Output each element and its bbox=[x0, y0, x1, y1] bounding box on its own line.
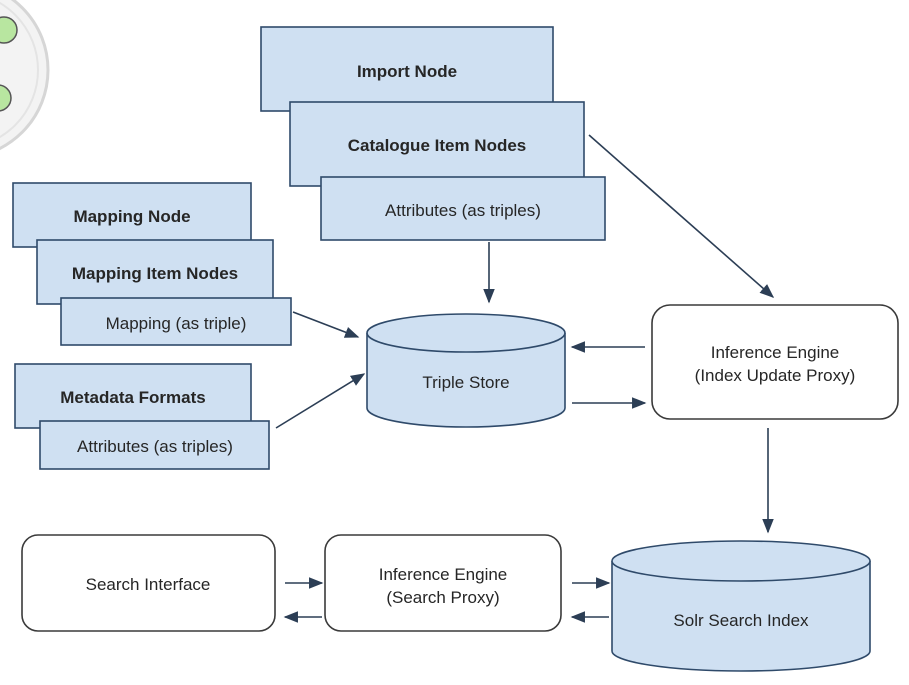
solr-index-cylinder: Solr Search Index bbox=[611, 540, 871, 672]
metadata-attributes-label: Attributes (as triples) bbox=[77, 437, 233, 456]
catalogue-attributes-box: Attributes (as triples) bbox=[320, 176, 606, 241]
search-interface-box: Search Interface bbox=[21, 534, 276, 632]
corner-decoration bbox=[0, 0, 50, 151]
triple-store-label: Triple Store bbox=[422, 373, 509, 392]
import-node-label: Import Node bbox=[357, 62, 457, 81]
mapping-item-nodes-label: Mapping Item Nodes bbox=[72, 264, 238, 283]
green-dot-icon bbox=[0, 84, 12, 112]
metadata-formats-label: Metadata Formats bbox=[60, 388, 205, 407]
mapping-triple-label: Mapping (as triple) bbox=[106, 314, 247, 333]
import-node-box: Import Node bbox=[260, 26, 554, 112]
inference-search-label-line2: (Search Proxy) bbox=[386, 588, 499, 607]
inference-update-label-line1: Inference Engine bbox=[711, 343, 840, 362]
edge-catalogue-to-inference-update bbox=[588, 134, 775, 298]
catalogue-attributes-label: Attributes (as triples) bbox=[385, 201, 541, 220]
inference-search-label-line1: Inference Engine bbox=[379, 565, 508, 584]
green-dot-icon bbox=[0, 16, 18, 44]
inference-update-label-line2: (Index Update Proxy) bbox=[695, 366, 856, 385]
solr-index-label: Solr Search Index bbox=[673, 611, 809, 630]
search-interface-label: Search Interface bbox=[86, 575, 211, 594]
mapping-node-box: Mapping Node bbox=[12, 182, 252, 248]
edge-metadata-to-triple-store bbox=[275, 373, 366, 429]
catalogue-item-nodes-label: Catalogue Item Nodes bbox=[348, 136, 527, 155]
edge-mapping-to-triple-store bbox=[292, 311, 360, 338]
metadata-attributes-box: Attributes (as triples) bbox=[39, 420, 270, 470]
catalogue-item-nodes-box: Catalogue Item Nodes bbox=[289, 101, 585, 187]
inference-engine-search-box: Inference Engine (Search Proxy) bbox=[324, 534, 562, 632]
mapping-node-label: Mapping Node bbox=[73, 207, 190, 226]
inference-engine-update-box: Inference Engine (Index Update Proxy) bbox=[651, 304, 899, 420]
triple-store-cylinder: Triple Store bbox=[366, 313, 566, 428]
mapping-item-nodes-box: Mapping Item Nodes bbox=[36, 239, 274, 305]
metadata-formats-box: Metadata Formats bbox=[14, 363, 252, 429]
mapping-triple-box: Mapping (as triple) bbox=[60, 297, 292, 346]
